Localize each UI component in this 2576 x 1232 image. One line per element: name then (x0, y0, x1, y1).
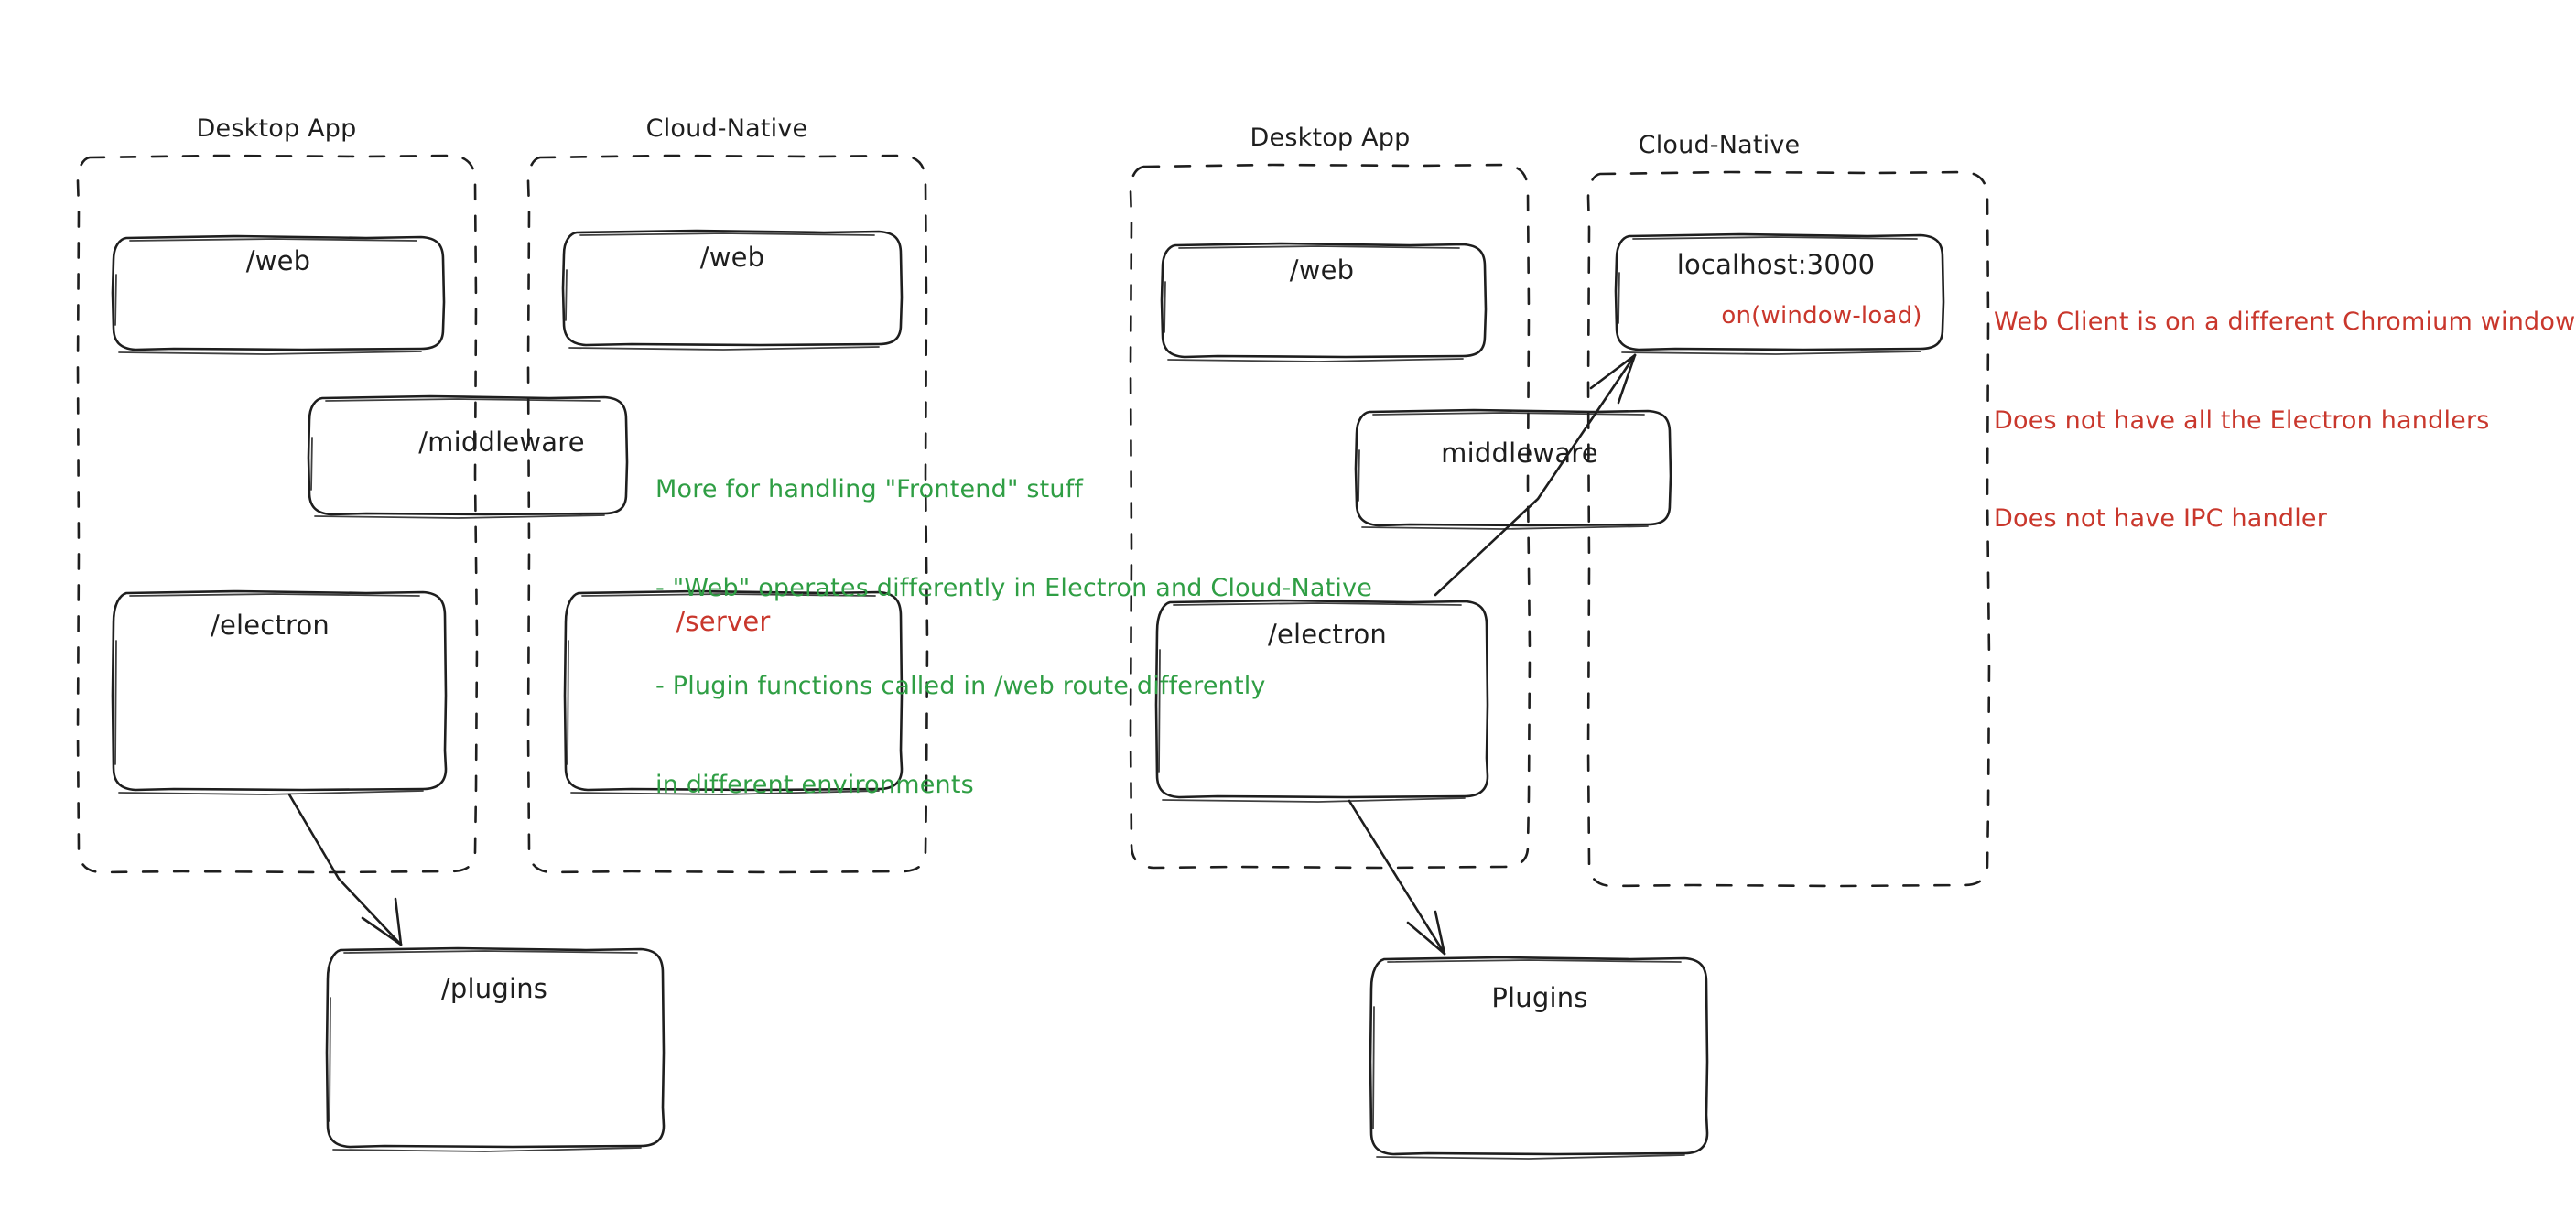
node-left-plugins[interactable] (325, 946, 666, 1152)
group-title-left-desktop-app: Desktop App (196, 114, 357, 143)
annotation-green-note: More for handling "Frontend" stuff - "We… (655, 407, 1372, 868)
node-label-right-localhost: localhost:3000 (1676, 249, 1876, 280)
node-sublabel-right-localhost-onwindowload: on(window-load) (1721, 302, 1922, 330)
group-title-right-cloud-native: Cloud-Native (1638, 131, 1801, 159)
node-left-cloud-web[interactable] (561, 229, 904, 351)
annotation-green-line-2: - "Web" operates differently in Electron… (655, 573, 1373, 602)
node-label-left-plugins: /plugins (440, 973, 548, 1004)
annotation-red-note: Web Client is on a different Chromium wi… (1994, 240, 2575, 601)
node-label-left-cloud-server: /server (676, 606, 771, 637)
annotation-green-line-3: - Plugin functions called in /web route … (655, 672, 1266, 701)
annotation-green-line-1: More for handling "Frontend" stuff (655, 474, 1084, 503)
annotation-red-line-1: Web Client is on a different Chromium wi… (1994, 307, 2576, 336)
node-label-left-desktop-electron: /electron (210, 610, 330, 641)
node-left-middleware[interactable] (307, 394, 629, 519)
group-right-cloud-native (1586, 170, 1991, 888)
node-left-desktop-web[interactable] (111, 234, 446, 355)
group-right-desktop-app (1129, 163, 1532, 870)
annotation-green-line-4: in different environments (655, 770, 974, 799)
node-right-desktop-electron[interactable] (1154, 599, 1489, 803)
node-left-desktop-electron[interactable] (111, 589, 448, 795)
arrow-right-electron-to-localhost (1434, 353, 1637, 597)
annotation-red-line-3: Does not have IPC handler (1994, 504, 2328, 534)
node-right-plugins[interactable] (1369, 956, 1709, 1160)
node-label-right-middleware: middleware (1441, 438, 1598, 469)
arrow-left-electron-to-plugins (287, 793, 403, 946)
node-label-left-desktop-web: /web (245, 245, 311, 276)
node-right-desktop-web[interactable] (1160, 242, 1488, 362)
node-left-cloud-server[interactable] (563, 589, 904, 795)
annotation-red-line-2: Does not have all the Electron handlers (1994, 405, 2490, 435)
node-label-right-desktop-web: /web (1289, 254, 1355, 286)
group-left-desktop-app (76, 154, 479, 874)
group-title-right-desktop-app: Desktop App (1250, 124, 1411, 152)
node-right-middleware[interactable] (1354, 408, 1672, 530)
node-label-right-plugins: Plugins (1491, 982, 1588, 1013)
node-label-left-middleware: /middleware (418, 427, 585, 458)
node-label-right-desktop-electron: /electron (1267, 619, 1388, 650)
group-title-left-cloud-native: Cloud-Native (645, 114, 808, 143)
node-label-left-cloud-web: /web (699, 242, 765, 273)
group-left-cloud-native (526, 154, 929, 874)
arrow-right-electron-to-plugins (1348, 799, 1446, 956)
node-right-localhost[interactable] (1614, 232, 1945, 355)
